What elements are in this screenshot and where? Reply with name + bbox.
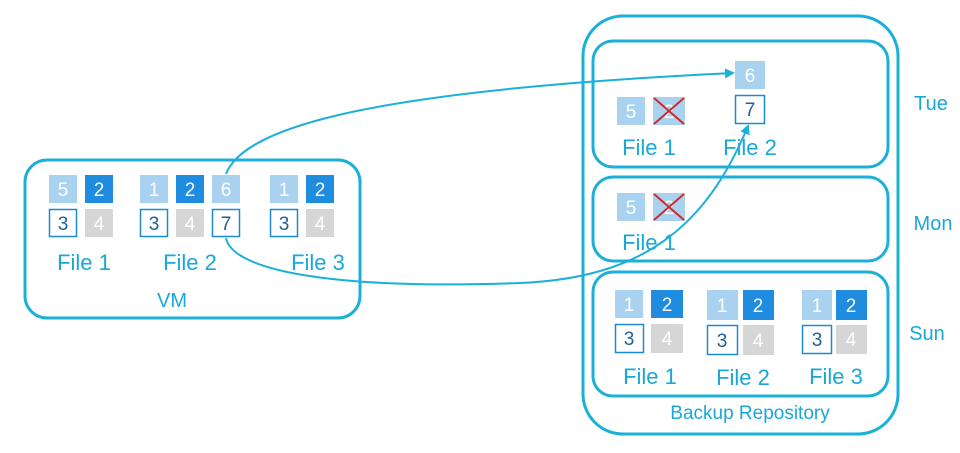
repository-border	[581, 14, 900, 436]
block-gray	[306, 209, 334, 237]
block-label: 2	[662, 295, 673, 316]
block-light	[270, 175, 298, 203]
block-label: 4	[94, 214, 105, 235]
block-label: 3	[58, 214, 69, 235]
restore-point-border	[591, 39, 890, 169]
block-label: 6	[745, 66, 756, 87]
block-empty	[706, 324, 739, 356]
block-label: 7	[745, 100, 756, 121]
block-light	[617, 97, 645, 125]
block-gray	[836, 325, 867, 354]
restore-point-sun: 1 2 3 4 File 1 1 2 3 4 File 2 1 2 3	[591, 270, 890, 398]
block-label: 7	[221, 214, 232, 235]
file-label: File 3	[291, 250, 345, 275]
block-light	[49, 175, 77, 203]
arrow-block-6	[225, 68, 735, 175]
block-label: 3	[717, 331, 728, 352]
deleted-cross-icon	[653, 97, 685, 125]
repository-label: Backup Repository	[670, 403, 830, 424]
block-dark	[85, 175, 113, 203]
block-empty	[734, 94, 766, 125]
block-empty	[211, 208, 241, 238]
block-label: 4	[753, 331, 764, 352]
block-label: 3	[812, 330, 823, 351]
block-gray	[743, 325, 774, 355]
file-label: File 1	[623, 364, 677, 389]
block-gray	[176, 209, 204, 237]
vm-label: VM	[157, 290, 187, 312]
deleted-cross-icon	[653, 193, 685, 221]
block-label: 1	[149, 180, 160, 201]
block-label: 5	[58, 180, 69, 201]
block-label: 5	[626, 198, 637, 219]
block-light	[212, 175, 240, 203]
block-label: 2	[94, 180, 105, 201]
block-label: 2	[753, 296, 764, 317]
block-gray	[85, 209, 113, 237]
block-label: 1	[717, 296, 728, 317]
block-label: 3	[149, 214, 160, 235]
block-label: 5	[626, 102, 637, 123]
block-empty	[614, 323, 645, 354]
restore-point-mon: 5 2 File 1	[591, 175, 890, 263]
block-label: 2	[185, 180, 196, 201]
file-label: File 2	[723, 135, 777, 160]
block-dark	[836, 290, 867, 320]
block-light	[140, 175, 168, 203]
repository-container: 5 2 File 1 6 7 File 2 Tue 5 2	[581, 14, 953, 436]
day-label-tue: Tue	[914, 93, 948, 115]
block-label: 2	[315, 180, 326, 201]
block-label: 4	[315, 214, 326, 235]
block-label: 1	[279, 180, 290, 201]
block-label: 2	[664, 198, 675, 219]
block-dark	[306, 175, 334, 203]
block-label: 2	[846, 296, 857, 317]
block-empty	[801, 324, 833, 355]
block-light	[615, 290, 643, 318]
block-light	[735, 61, 765, 89]
block-label: 4	[846, 330, 857, 351]
arrow-block-7	[225, 124, 750, 286]
block-label: 4	[185, 214, 196, 235]
day-label-sun: Sun	[909, 323, 945, 345]
block-label: 4	[662, 329, 673, 350]
vm-border	[23, 158, 362, 320]
vm-container: 5 2 3 4 File 1 1 2 6 3 4 7 File 2	[23, 158, 362, 320]
block-label: 3	[279, 214, 290, 235]
vm-file-1: 5 2 3 4 File 1	[48, 175, 113, 275]
block-gray	[651, 324, 683, 353]
block-dark	[651, 290, 683, 318]
block-empty	[139, 208, 169, 238]
day-label-mon: Mon	[914, 213, 953, 235]
block-light	[617, 193, 645, 221]
file-label: File 3	[809, 364, 863, 389]
block-label: 1	[812, 296, 823, 317]
block-label: 3	[624, 329, 635, 350]
block-light	[707, 290, 738, 320]
block-label: 6	[221, 180, 232, 201]
block-dark	[743, 290, 774, 320]
restore-point-border	[591, 270, 890, 398]
block-label: 2	[664, 102, 675, 123]
restore-point-tue: 5 2 File 1 6 7 File 2	[591, 39, 890, 169]
block-label: 1	[624, 295, 635, 316]
block-empty	[48, 208, 78, 238]
vm-file-3: 1 2 3 4 File 3	[269, 175, 345, 275]
file-label: File 1	[622, 135, 676, 160]
file-label: File 2	[716, 365, 770, 390]
block-empty	[269, 208, 299, 238]
block-dark	[176, 175, 204, 203]
vm-file-2: 1 2 6 3 4 7 File 2	[139, 175, 241, 275]
file-label: File 2	[163, 250, 217, 275]
block-light	[802, 290, 832, 320]
file-label: File 1	[57, 250, 111, 275]
restore-point-border	[591, 175, 890, 263]
